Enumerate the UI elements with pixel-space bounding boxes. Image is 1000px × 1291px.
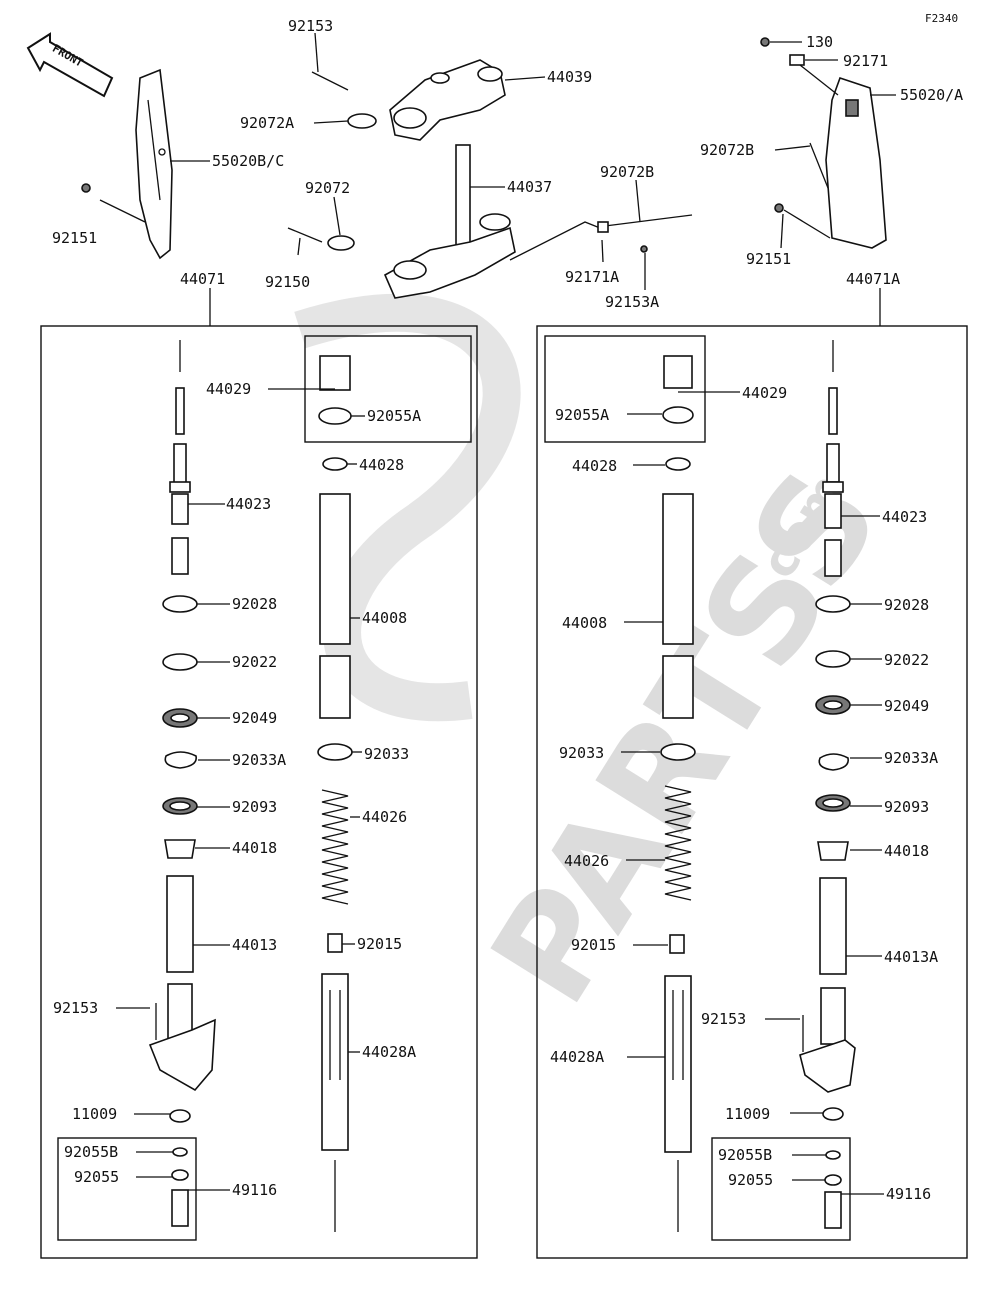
cap-92072 bbox=[327, 235, 355, 251]
label-right-11009: 11009 bbox=[725, 1105, 770, 1123]
label-right-44029: 44029 bbox=[742, 384, 787, 402]
right-bolt-92151 bbox=[774, 203, 784, 213]
label-right-92055A: 92055A bbox=[555, 406, 609, 424]
label-right-44013A: 44013A bbox=[884, 948, 938, 966]
label-44039: 44039 bbox=[547, 68, 592, 86]
label-left-44008: 44008 bbox=[362, 609, 407, 627]
clip-92171A bbox=[597, 221, 609, 233]
label-right-92033A: 92033A bbox=[884, 749, 938, 767]
right-fork-assembly-box bbox=[536, 325, 968, 1259]
label-44071: 44071 bbox=[180, 270, 225, 288]
label-left-92033A: 92033A bbox=[232, 751, 286, 769]
label-right-92055: 92055 bbox=[728, 1171, 773, 1189]
upper-triple-clamp bbox=[389, 59, 506, 141]
left-fork-assembly-box bbox=[40, 325, 478, 1259]
label-left-92055A: 92055A bbox=[367, 407, 421, 425]
label-left-92093: 92093 bbox=[232, 798, 277, 816]
right-fork-leaders bbox=[621, 391, 884, 1195]
bolt-92153-top bbox=[311, 71, 349, 91]
left-valve-subassembly-box bbox=[57, 1137, 197, 1241]
steering-stem-lower-clamp bbox=[383, 144, 516, 299]
label-left-92022: 92022 bbox=[232, 653, 277, 671]
label-92151-left: 92151 bbox=[52, 229, 97, 247]
label-right-92049: 92049 bbox=[884, 697, 929, 715]
label-left-44013: 44013 bbox=[232, 936, 277, 954]
label-left-92028: 92028 bbox=[232, 595, 277, 613]
label-left-92153: 92153 bbox=[53, 999, 98, 1017]
left-fork-leaders bbox=[116, 388, 365, 1191]
label-right-44026: 44026 bbox=[564, 852, 609, 870]
label-92171A: 92171A bbox=[565, 268, 619, 286]
label-right-49116: 49116 bbox=[886, 1185, 931, 1203]
label-left-44028: 44028 bbox=[359, 456, 404, 474]
diagram-code: F2340 bbox=[925, 12, 958, 25]
label-right-44028: 44028 bbox=[572, 457, 617, 475]
label-left-44018: 44018 bbox=[232, 839, 277, 857]
clip-92171 bbox=[789, 54, 805, 66]
right-valve-subassembly-box bbox=[711, 1137, 851, 1241]
label-right-92093: 92093 bbox=[884, 798, 929, 816]
label-92151-right: 92151 bbox=[746, 250, 791, 268]
left-fork-guard bbox=[135, 68, 173, 260]
label-left-44028A: 44028A bbox=[362, 1043, 416, 1061]
label-92150: 92150 bbox=[265, 273, 310, 291]
right-fork-guard bbox=[825, 76, 887, 249]
label-92153-top: 92153 bbox=[288, 17, 333, 35]
front-arrow-icon: FRONT bbox=[26, 32, 114, 98]
label-55020BC: 55020B/C bbox=[212, 152, 284, 170]
cap-92072A bbox=[347, 113, 377, 129]
label-left-92055: 92055 bbox=[74, 1168, 119, 1186]
bolt-92153A bbox=[640, 245, 648, 253]
label-92072B-right: 92072B bbox=[700, 141, 754, 159]
label-left-44023: 44023 bbox=[226, 495, 271, 513]
brake-hose-line bbox=[509, 221, 601, 261]
label-92072A: 92072A bbox=[240, 114, 294, 132]
label-right-44028A: 44028A bbox=[550, 1048, 604, 1066]
label-left-92015: 92015 bbox=[357, 935, 402, 953]
label-92072: 92072 bbox=[305, 179, 350, 197]
label-right-92153: 92153 bbox=[701, 1010, 746, 1028]
label-left-92055B: 92055B bbox=[64, 1143, 118, 1161]
label-92072B-mid: 92072B bbox=[600, 163, 654, 181]
label-right-92015: 92015 bbox=[571, 936, 616, 954]
bolt-130 bbox=[760, 37, 770, 47]
label-right-44023: 44023 bbox=[882, 508, 927, 526]
label-left-49116: 49116 bbox=[232, 1181, 277, 1199]
top-leader-lines bbox=[99, 32, 896, 326]
right-cap-subassembly-box bbox=[544, 335, 706, 443]
label-right-44018: 44018 bbox=[884, 842, 929, 860]
left-fork-parts bbox=[148, 340, 353, 1232]
label-right-92033: 92033 bbox=[559, 744, 604, 762]
label-left-92033: 92033 bbox=[364, 745, 409, 763]
label-92171: 92171 bbox=[843, 52, 888, 70]
left-bolt-92151 bbox=[81, 183, 91, 193]
label-right-92022: 92022 bbox=[884, 651, 929, 669]
clamp-92072B bbox=[604, 214, 693, 227]
label-right-92055B: 92055B bbox=[718, 1146, 772, 1164]
label-left-11009: 11009 bbox=[72, 1105, 117, 1123]
label-44071A: 44071A bbox=[846, 270, 900, 288]
label-44037: 44037 bbox=[507, 178, 552, 196]
label-left-44029: 44029 bbox=[206, 380, 251, 398]
label-left-44026: 44026 bbox=[362, 808, 407, 826]
clamp-92072B-right bbox=[809, 142, 829, 189]
label-130: 130 bbox=[806, 33, 833, 51]
label-left-92049: 92049 bbox=[232, 709, 277, 727]
label-55020A: 55020/A bbox=[900, 86, 963, 104]
label-92153A: 92153A bbox=[605, 293, 659, 311]
label-right-92028: 92028 bbox=[884, 596, 929, 614]
bolt-92150 bbox=[287, 227, 323, 243]
label-right-44008: 44008 bbox=[562, 614, 607, 632]
